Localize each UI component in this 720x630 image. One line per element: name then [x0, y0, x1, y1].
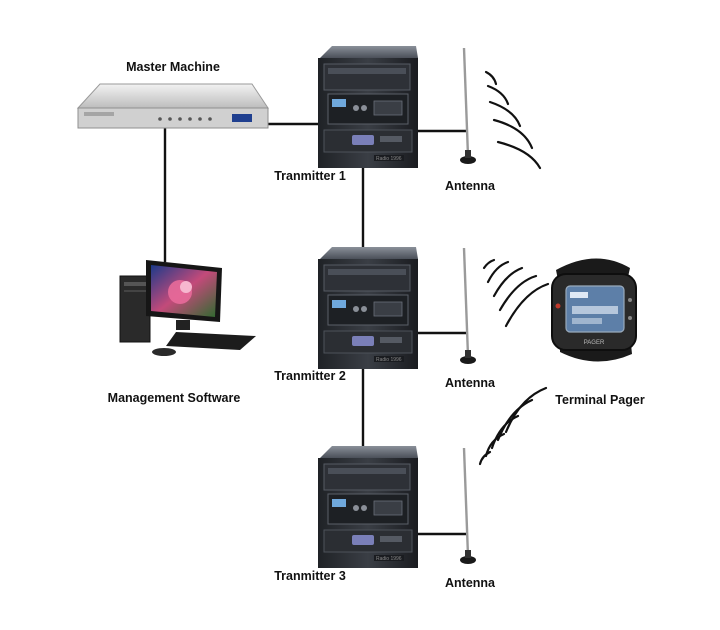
- signal-waves-icon: [484, 70, 542, 170]
- pager-watch-icon: PAGER: [551, 258, 637, 362]
- transmitter-3-label: Tranmitter 3: [274, 569, 346, 583]
- antenna-2-label: Antenna: [445, 376, 496, 390]
- transmitter-icon: Radio 1996: [317, 445, 419, 569]
- transmitter-1-badge: Radio 1996: [376, 156, 402, 162]
- master-machine-label: Master Machine: [126, 60, 220, 74]
- transmitter-3-device: [317, 445, 419, 569]
- transmitter-3-badge: Radio 1996: [376, 556, 402, 562]
- pager-brand-text: PAGER: [584, 340, 605, 346]
- connection-lines: [163, 122, 468, 536]
- antenna-3-label: Antenna: [445, 576, 496, 590]
- antenna-1-label: Antenna: [445, 179, 496, 193]
- transmitter-2-device: [317, 246, 419, 370]
- computer-icon: [119, 260, 256, 356]
- management-software-label: Management Software: [108, 391, 241, 405]
- transmitter-icon: Radio 1996: [317, 246, 419, 370]
- transmitter-icon: Radio 1996: [317, 45, 419, 169]
- signal-waves-icon: [478, 386, 548, 466]
- signal-waves-icon: [482, 258, 550, 328]
- transmitter-1-device: [317, 45, 419, 169]
- antenna-icon: [458, 246, 478, 366]
- terminal-pager-label: Terminal Pager: [555, 393, 645, 407]
- antenna-icon: [458, 46, 478, 166]
- antenna-icon: [458, 446, 478, 566]
- master-rack-icon: [76, 83, 269, 129]
- transmitter-2-badge: Radio 1996: [376, 357, 402, 363]
- transmitter-2-label: Tranmitter 2: [274, 369, 346, 383]
- transmitter-1-label: Tranmitter 1: [274, 169, 346, 183]
